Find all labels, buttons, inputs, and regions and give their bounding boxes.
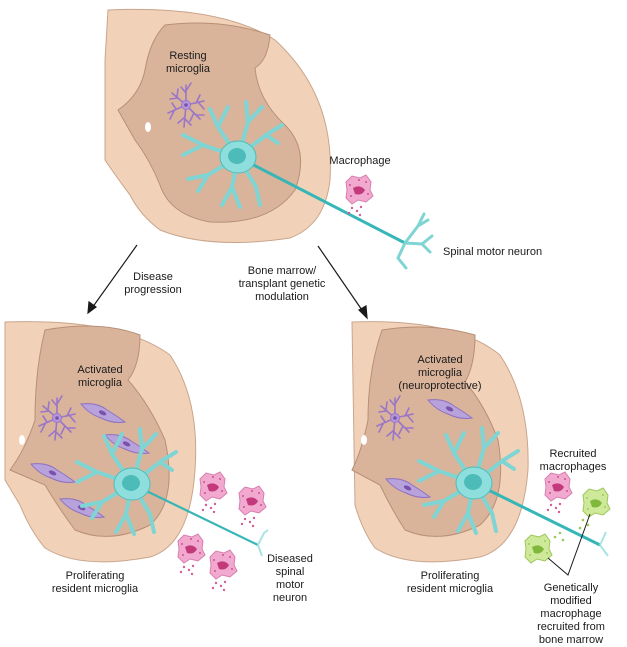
label-spinal-motor-neuron: Spinal motor neuron (443, 246, 542, 259)
macrophage-icon (177, 533, 206, 576)
label-line: Genetically (543, 582, 599, 594)
label-line: Spinal motor neuron (443, 246, 543, 258)
label-line: neuron (272, 592, 308, 604)
label-line: spinal (275, 566, 305, 578)
modified-macrophage-icon (524, 533, 553, 564)
bottom-left-spinal-cord (4, 321, 197, 563)
label-line: resident microglia (406, 583, 494, 595)
label-line: motor (275, 579, 305, 591)
modified-macrophage-leader-lines (547, 513, 591, 576)
modified-macrophage-particles (553, 518, 590, 542)
label-line: Disease (133, 271, 173, 283)
label-line: progression (124, 284, 182, 296)
arrow-right-head (358, 305, 368, 320)
arrows (87, 244, 368, 320)
label-genetically-modified: Genetically modified macrophage recruite… (526, 582, 616, 647)
label-line: modulation (255, 291, 309, 303)
axon (473, 481, 601, 547)
arrow-left-head (87, 300, 98, 315)
modified-macrophage-icon (582, 487, 611, 518)
label-recruited-macrophages: Recruited macrophages (537, 448, 609, 474)
label-activated-microglia: Activated microglia (70, 364, 130, 390)
label-activated-neuroprotective: Activated microglia (neuroprotective) (395, 354, 485, 393)
label-line: microglia (417, 367, 462, 379)
label-line: Recruited (549, 448, 597, 460)
label-line: Proliferating (420, 570, 480, 582)
label-line: Diseased (267, 553, 313, 565)
label-line: Proliferating (65, 570, 125, 582)
diseased-axon (131, 483, 259, 546)
macrophage-icon (345, 174, 374, 217)
diseased-axon-terminal-icon (257, 529, 269, 557)
label-line: macrophages (539, 461, 607, 473)
label-line: Activated (417, 354, 463, 366)
label-line: microglia (165, 63, 210, 75)
label-proliferating-left: Proliferating resident microglia (40, 570, 150, 596)
label-proliferating-right: Proliferating resident microglia (395, 570, 505, 596)
label-line: resident microglia (51, 583, 139, 595)
label-line: modified (550, 595, 592, 607)
axon-terminal-icon (599, 531, 609, 557)
arrow-left (91, 244, 138, 309)
label-line: Activated (77, 364, 123, 376)
label-line: recruited from (537, 621, 605, 633)
label-line: microglia (77, 377, 122, 389)
macrophage-icon (209, 549, 238, 592)
label-line: transplant genetic (238, 278, 326, 290)
label-line: Macrophage (329, 155, 391, 167)
label-line: Resting (169, 50, 207, 62)
axon (237, 155, 406, 245)
macrophage-icon (238, 485, 267, 528)
label-macrophage: Macrophage (325, 155, 395, 168)
label-line: macrophage (540, 608, 602, 620)
label-line: (neuroprotective) (398, 380, 482, 392)
label-line: Bone marrow/ (247, 265, 317, 277)
label-line: bone marrow (538, 634, 604, 646)
arrow-right (317, 245, 365, 314)
recruited-macrophage-icon (544, 471, 573, 514)
label-disease-progression: Disease progression (118, 271, 188, 297)
label-bone-marrow: Bone marrow/ transplant genetic modulati… (232, 265, 332, 304)
macrophage-icon (199, 471, 228, 514)
label-resting-microglia: Resting microglia (150, 50, 226, 76)
label-diseased-neuron: Diseased spinal motor neuron (262, 553, 318, 605)
axon-terminal-icon (396, 212, 434, 270)
